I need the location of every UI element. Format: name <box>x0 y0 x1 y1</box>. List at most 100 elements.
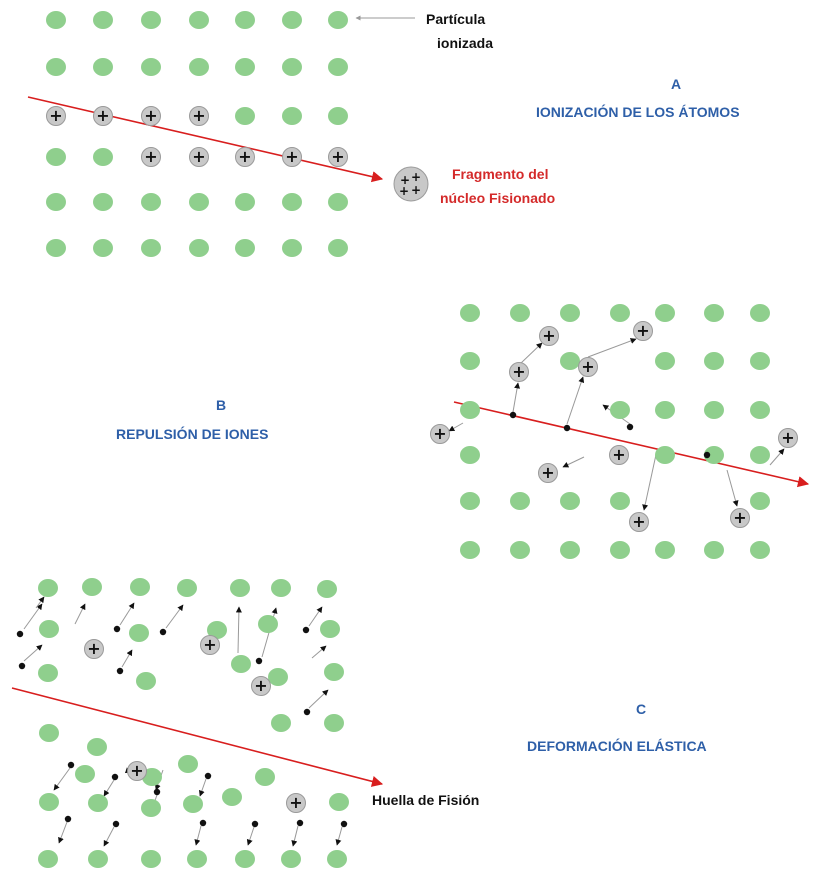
vacancy-dot <box>626 423 634 431</box>
displacement-arrow <box>562 456 585 468</box>
ion-charge: + <box>130 761 143 780</box>
ion <box>141 106 161 126</box>
atom <box>281 850 301 868</box>
atom <box>560 492 580 510</box>
atom <box>93 11 113 29</box>
atom <box>704 401 724 419</box>
vacancy-dot <box>113 625 121 633</box>
displacement-arrow <box>308 606 323 627</box>
atom <box>189 239 209 257</box>
atom <box>460 401 480 419</box>
displacement-arrow <box>74 603 86 625</box>
ion-charge: + <box>632 512 645 531</box>
atom <box>750 492 770 510</box>
displacement-arrow <box>448 422 464 432</box>
atom <box>235 193 255 211</box>
fragment-charge: + <box>411 170 421 184</box>
vacancy-dot <box>116 667 124 675</box>
displacement-arrow <box>165 604 184 629</box>
atom <box>129 624 149 642</box>
label-fission-fragment-2: núcleo Fisionado <box>440 190 556 206</box>
atom <box>93 239 113 257</box>
atom <box>38 850 58 868</box>
panel-c-letter: C <box>636 701 647 717</box>
fission-fragment <box>393 166 429 202</box>
ion <box>235 147 255 167</box>
atom <box>231 655 251 673</box>
displacement-arrow <box>194 825 202 846</box>
atom <box>46 239 66 257</box>
displacement-arrow <box>311 645 327 659</box>
ion <box>251 676 271 696</box>
atom <box>460 541 480 559</box>
displacement-arrow <box>198 778 207 797</box>
atom <box>282 58 302 76</box>
ion <box>328 147 348 167</box>
panel-b-letter: B <box>216 397 227 413</box>
atom <box>141 239 161 257</box>
atom <box>610 304 630 322</box>
atom <box>271 714 291 732</box>
fragment-charge: + <box>400 173 410 187</box>
ion <box>730 508 750 528</box>
vacancy-dot <box>18 662 26 670</box>
vacancy-dot <box>251 820 259 828</box>
atom <box>282 239 302 257</box>
displacement-arrow <box>53 767 71 791</box>
vacancy-dot <box>509 411 517 419</box>
vacancy-dot <box>302 626 310 634</box>
atom <box>324 663 344 681</box>
atoms-layer: ++++++++++++++++++++++++++++ <box>16 11 798 868</box>
atom <box>750 352 770 370</box>
ion-charge: + <box>49 106 62 125</box>
ion-charge: + <box>87 639 100 658</box>
ion <box>200 635 220 655</box>
atom <box>655 352 675 370</box>
fission-track-c <box>11 687 384 787</box>
ion-charge: + <box>541 463 554 482</box>
ion <box>629 512 649 532</box>
ion-charge: + <box>781 428 794 447</box>
atom <box>141 799 161 817</box>
atom <box>704 446 724 464</box>
ion <box>509 362 529 382</box>
atom <box>271 579 291 597</box>
ion <box>430 424 450 444</box>
atom <box>704 304 724 322</box>
displacement-arrow <box>235 606 242 654</box>
atom <box>39 793 59 811</box>
ion <box>93 106 113 126</box>
atom <box>230 579 250 597</box>
label-ionized-particle-2: ionizada <box>437 35 494 51</box>
vacancy-dot <box>340 820 348 828</box>
atom <box>93 193 113 211</box>
displacement-arrow <box>291 825 299 847</box>
displacement-arrow <box>308 689 329 709</box>
displacement-arrow <box>512 382 521 413</box>
displacement-arrow <box>103 826 115 847</box>
ion <box>84 639 104 659</box>
ion <box>539 326 559 346</box>
atom <box>93 148 113 166</box>
vacancy-dot <box>64 815 72 823</box>
atom <box>704 541 724 559</box>
atom <box>38 664 58 682</box>
atom <box>75 765 95 783</box>
vacancy-dot <box>199 819 207 827</box>
ion <box>189 147 209 167</box>
atom <box>460 446 480 464</box>
atom <box>655 446 675 464</box>
ion <box>189 106 209 126</box>
ion <box>633 321 653 341</box>
atom <box>38 579 58 597</box>
atom <box>183 795 203 813</box>
atom <box>189 193 209 211</box>
atom <box>46 148 66 166</box>
displacement-arrow <box>35 596 45 609</box>
ion-charge: + <box>636 321 649 340</box>
atom <box>235 58 255 76</box>
ion-charge: + <box>542 326 555 345</box>
ion-charge: + <box>144 106 157 125</box>
atom <box>460 304 480 322</box>
